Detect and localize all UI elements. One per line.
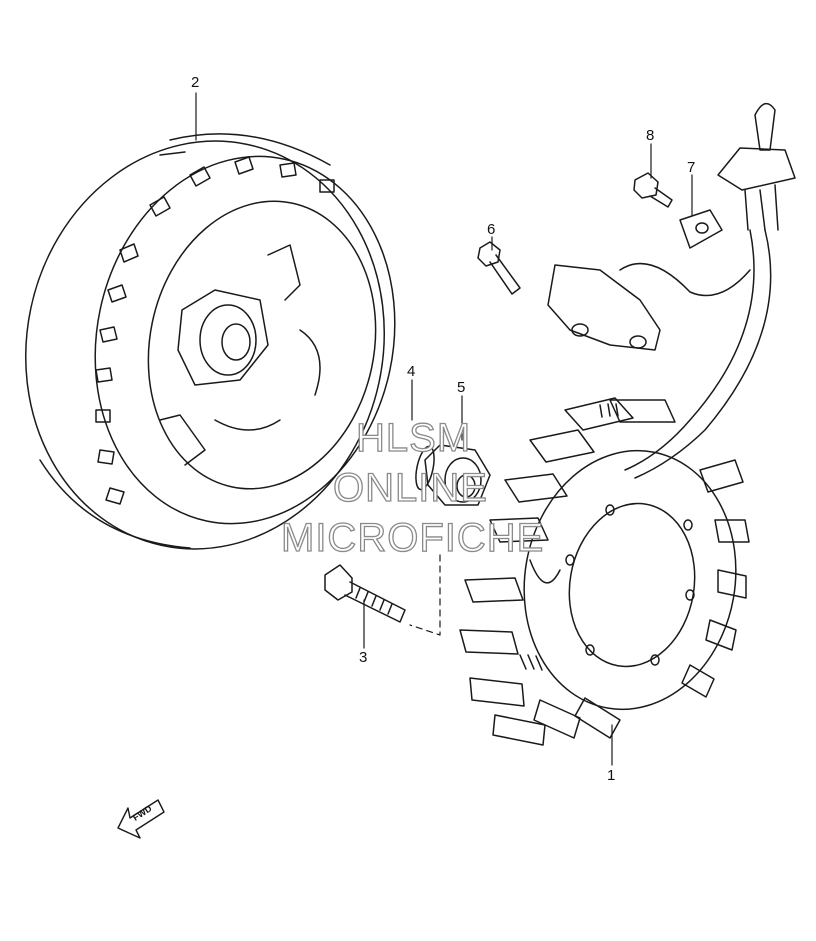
washer-part-4: [415, 445, 435, 491]
part-label-3: 3: [359, 649, 368, 666]
part-label-1: 1: [607, 767, 616, 784]
screw-part-8: [633, 172, 673, 208]
part-label-2: 2: [191, 74, 200, 91]
part-label-4: 4: [407, 363, 416, 380]
pickup-coil: [547, 262, 751, 351]
watermark-line-2: ONLINE: [332, 465, 488, 510]
nut-part-5: [424, 444, 491, 506]
watermark-line-1: HLSM: [355, 415, 472, 460]
flywheel-rotor: [24, 133, 396, 550]
part-label-5: 5: [457, 379, 466, 396]
part-label-7: 7: [687, 159, 696, 176]
bolt-part-6: [477, 241, 521, 295]
part-label-8: 8: [646, 127, 655, 144]
leader-lines: [195, 92, 693, 766]
fwd-arrow-icon: [117, 799, 165, 839]
wire-harness: [624, 102, 796, 479]
bolt-part-3: [324, 564, 406, 623]
stator-part-1: [459, 397, 750, 746]
clamp-part-7: [679, 209, 723, 249]
part-label-6: 6: [487, 221, 496, 238]
watermark-line-3: MICROFICHE: [280, 515, 545, 560]
